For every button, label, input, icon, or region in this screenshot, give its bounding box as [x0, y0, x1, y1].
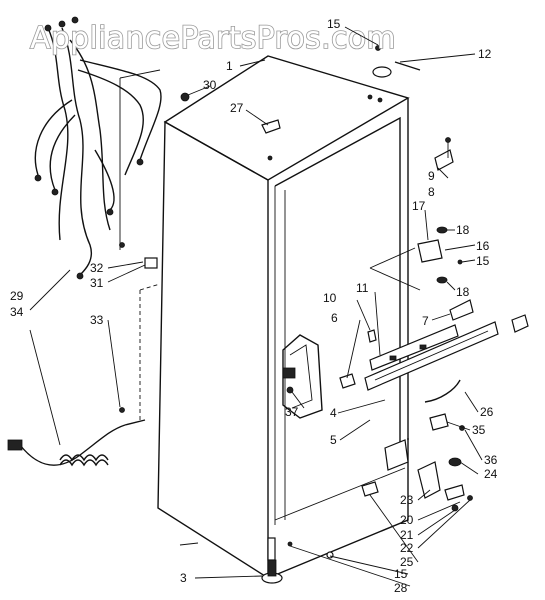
callout-15-top: 15 — [327, 17, 341, 31]
callout-9: 9 — [428, 169, 435, 183]
callout-21: 21 — [400, 528, 414, 542]
callout-17: 17 — [412, 199, 426, 213]
callout-31: 31 — [90, 276, 104, 290]
lower-brackets — [339, 329, 473, 512]
callout-29: 29 — [10, 289, 24, 303]
wiring-harness — [34, 16, 162, 280]
power-cord — [7, 419, 146, 467]
callout-27: 27 — [230, 101, 244, 115]
callout-15-bottom: 15 — [394, 567, 408, 581]
callout-33: 33 — [90, 313, 104, 327]
watermark-text: AppliancePartsPros.com — [30, 21, 396, 56]
callout-32: 32 — [90, 261, 104, 275]
callout-11: 11 — [356, 281, 369, 295]
callout-18-upper: 18 — [456, 223, 470, 237]
callout-16: 16 — [476, 239, 490, 253]
callout-8: 8 — [428, 185, 435, 199]
callout-37: 37 — [285, 405, 299, 419]
callout-26: 26 — [480, 405, 494, 419]
callout-35: 35 — [472, 423, 486, 437]
callout-3: 3 — [180, 571, 187, 585]
callout-34: 34 — [10, 305, 24, 319]
cabinet-shell — [119, 55, 410, 580]
callout-12: 12 — [478, 47, 492, 61]
callout-18-lower: 18 — [456, 285, 470, 299]
callout-36: 36 — [484, 453, 498, 467]
callout-7: 7 — [422, 314, 429, 328]
callout-25: 25 — [400, 555, 414, 569]
callout-24: 24 — [484, 467, 498, 481]
leader-lines — [29, 26, 483, 587]
callout-labels: 1 30 27 15 12 9 8 17 18 16 15 18 7 10 11… — [10, 17, 498, 595]
small-parts-left — [119, 92, 190, 413]
callout-4: 4 — [330, 406, 337, 420]
scan-mark — [179, 542, 199, 546]
callout-10: 10 — [323, 291, 337, 305]
leveling-leg — [261, 537, 334, 584]
callout-6: 6 — [331, 311, 338, 325]
callout-23: 23 — [400, 493, 414, 507]
callout-28: 28 — [394, 581, 408, 595]
inner-compartment — [282, 334, 323, 419]
top-parts — [261, 45, 421, 161]
hinge-assembly — [369, 137, 463, 291]
callout-20: 20 — [400, 513, 414, 527]
callout-1: 1 — [226, 59, 233, 73]
callout-5: 5 — [330, 433, 337, 447]
control-panel-strip — [364, 299, 529, 391]
callout-30: 30 — [203, 78, 217, 92]
callout-22: 22 — [400, 541, 414, 555]
callout-15-mid: 15 — [476, 254, 490, 268]
